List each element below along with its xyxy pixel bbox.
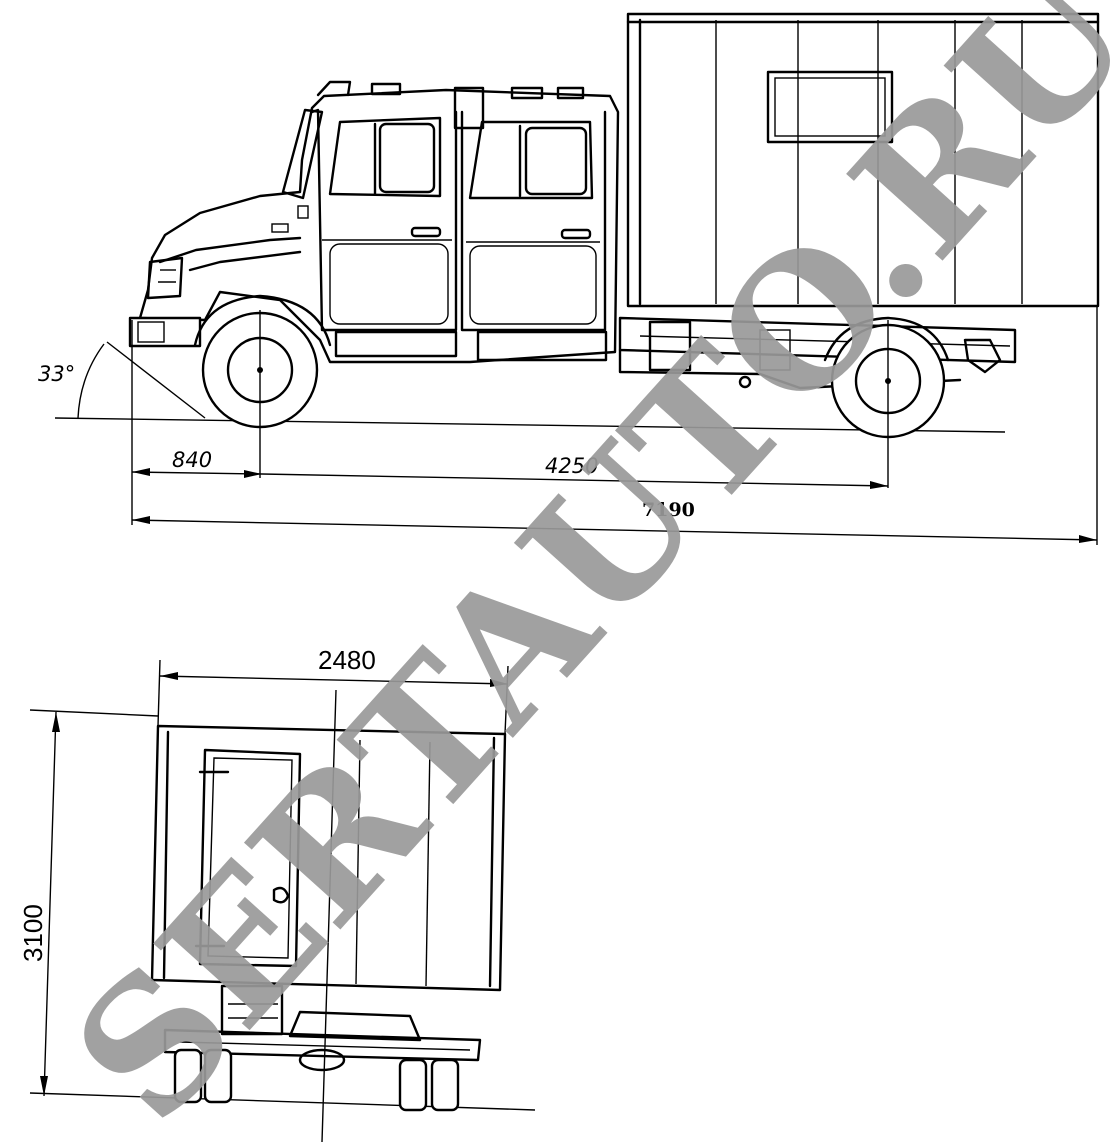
rear-width-dimension: 2480 (157, 645, 509, 735)
rear-view: 2480 3100 (18, 645, 536, 1142)
approach-angle: 33° (38, 341, 206, 419)
rear-box (150, 724, 507, 992)
rear-ground-line (29, 1092, 536, 1111)
front-wheel (193, 294, 332, 478)
wheelbase-label: 4250 (545, 454, 598, 478)
cab (128, 80, 620, 364)
rear-center-line (321, 689, 337, 1142)
rear-chassis (163, 984, 482, 1072)
side-view: 33° 840 4250 7190 (38, 12, 1100, 545)
ground-line (54, 417, 1006, 433)
height-label: 3100 (18, 904, 48, 962)
width-label: 2480 (318, 645, 376, 675)
rear-wheel (823, 316, 950, 488)
side-window (766, 70, 894, 144)
overall-length-label: 7190 (642, 499, 695, 521)
rear-tires (173, 1048, 460, 1112)
side-dimensions: 840 4250 7190 (131, 306, 1098, 545)
front-overhang-label: 840 (172, 448, 212, 472)
cargo-box (626, 12, 1100, 308)
rear-height-dimension: 3100 (18, 709, 159, 1097)
approach-angle-label: 33° (38, 362, 75, 386)
